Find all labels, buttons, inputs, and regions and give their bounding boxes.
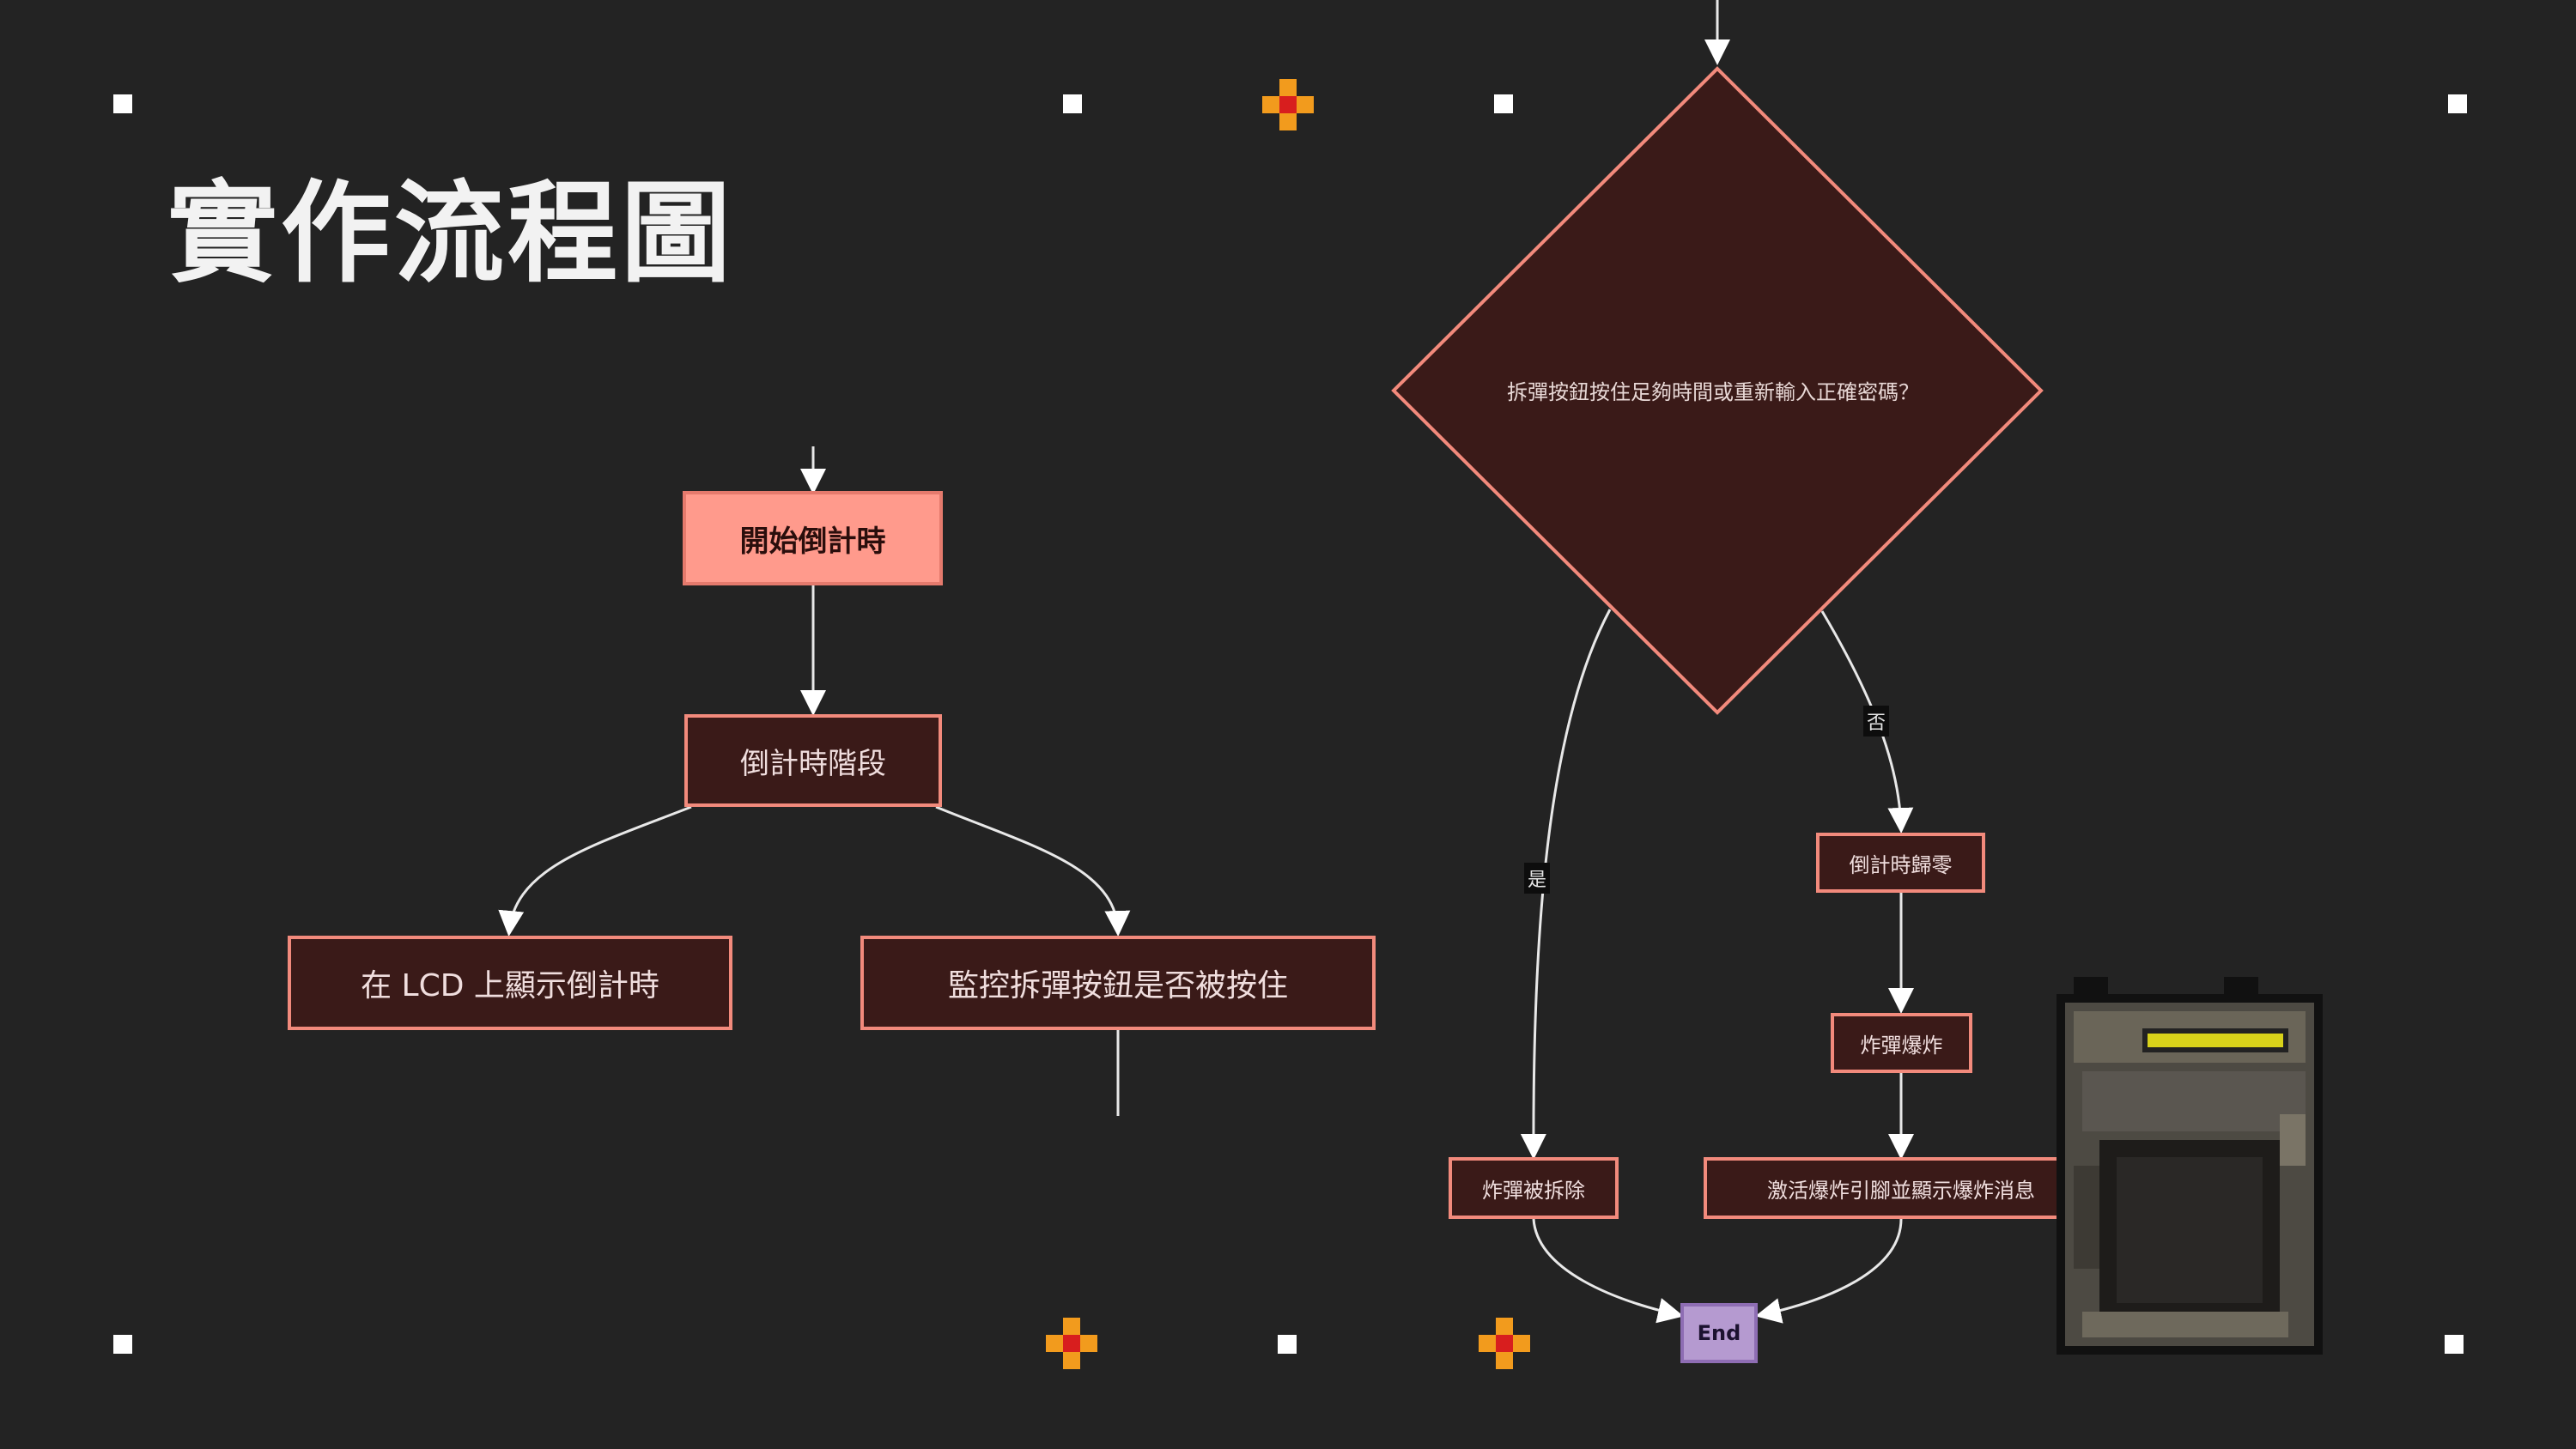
pixel-plus-icon <box>1046 1318 1097 1369</box>
bomb-defused-node: 炸彈被拆除 <box>1449 1157 1619 1219</box>
edge-defused-to-end <box>1532 1218 1684 1324</box>
end-node: End <box>1680 1303 1758 1363</box>
edge-label-yes: 是 <box>1524 863 1551 894</box>
edge-label-no: 否 <box>1863 706 1890 737</box>
edge-decision-yes <box>1520 609 1612 1160</box>
decision-label: 拆彈按鈕按住足夠時間或重新輸入正確密碼？ <box>1507 380 1919 404</box>
page-title: 實作流程圖 <box>167 170 735 298</box>
bomb-explodes-node: 炸彈爆炸 <box>1831 1013 1972 1073</box>
lcd-display-node: 在 LCD 上顯示倒計時 <box>288 936 732 1030</box>
pixel-square-icon <box>2448 94 2467 113</box>
decision-diamond <box>1391 66 2044 715</box>
countdown-phase-node: 倒計時階段 <box>684 714 942 807</box>
pixel-square-icon <box>113 94 132 113</box>
countdown-zero-node: 倒計時歸零 <box>1816 833 1985 893</box>
pixel-plus-icon <box>1479 1318 1530 1369</box>
start-countdown-node: 開始倒計時 <box>683 491 943 585</box>
pixel-plus-icon <box>1262 79 1314 130</box>
activate-explosion-node: 激活爆炸引腳並顯示爆炸消息 <box>1704 1157 2099 1219</box>
pixel-square-icon <box>113 1335 132 1354</box>
bomb-icon <box>2057 977 2323 1355</box>
edge-phase-to-monitor <box>935 805 1131 937</box>
monitor-button-node: 監控拆彈按鈕是否被按住 <box>860 936 1376 1030</box>
pixel-square-icon <box>2445 1335 2464 1354</box>
pixel-square-icon <box>1278 1335 1297 1354</box>
edge-phase-to-lcd <box>498 805 692 937</box>
edge-activate-to-end <box>1755 1218 1903 1324</box>
pixel-square-icon <box>1063 94 1082 113</box>
pixel-square-icon <box>1494 94 1513 113</box>
edge-decision-no <box>1820 610 1914 834</box>
